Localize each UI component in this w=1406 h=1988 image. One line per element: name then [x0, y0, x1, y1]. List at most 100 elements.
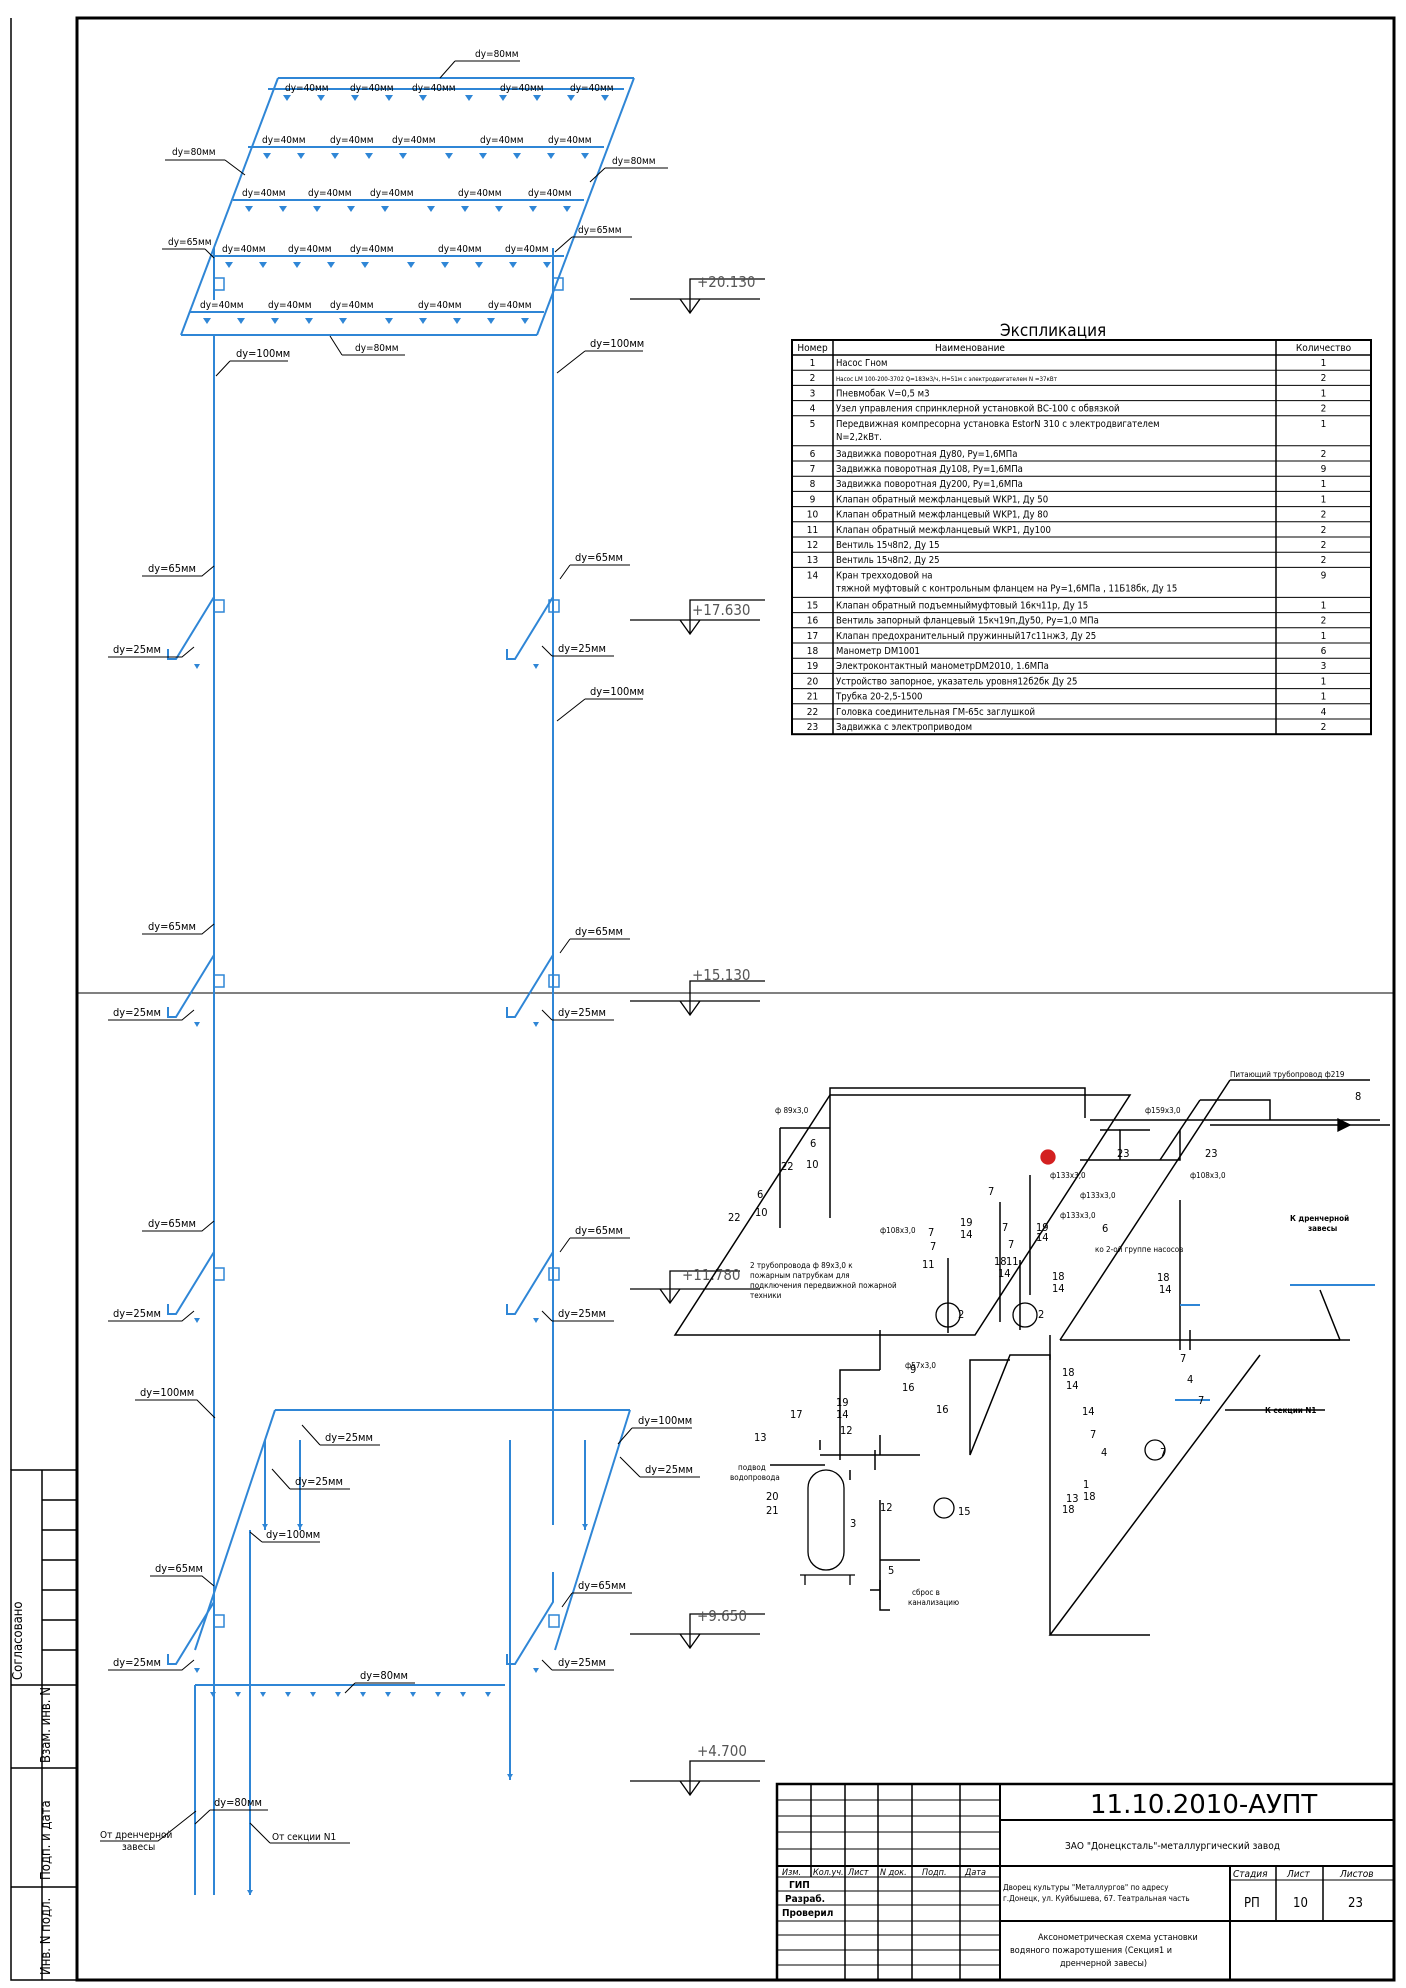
- sprinkler-heads: [203, 95, 609, 324]
- table-row-number: 3: [810, 388, 816, 399]
- grid-label-r5-0: dy=40мм: [200, 300, 244, 311]
- grid-label-r5-2: dy=40мм: [330, 300, 374, 311]
- pump-scheme-notes: Питающий трубопровод ф219 К дренчерной з…: [730, 1069, 1349, 1607]
- right-25-0: dy=25мм: [558, 642, 606, 655]
- table-row-name: Клапан обратный межфланцевый WKP1, Ду 80: [836, 510, 1048, 521]
- approval-strip: [10, 1469, 78, 1981]
- table-row-name: Электроконтактный манометрDM2010, 1.6МПа: [836, 661, 1049, 672]
- table-row-qty: 2: [1321, 540, 1327, 551]
- marker-label: 19: [960, 1216, 973, 1229]
- grid-label-r2-2: dy=40мм: [392, 135, 436, 146]
- elevation-11780: +11.780: [682, 1266, 741, 1284]
- table-row-qty: 9: [1321, 464, 1327, 475]
- elevation-15130: +15.130: [692, 966, 751, 984]
- table-row-qty: 1: [1321, 419, 1327, 430]
- table-row-qty: 2: [1321, 404, 1327, 415]
- grid-label-r3-0: dy=40мм: [242, 188, 286, 199]
- marker-label: 7: [1008, 1238, 1014, 1251]
- table-row-name: Клапан обратный подъемныймуфтовый 16кч11…: [836, 600, 1088, 611]
- marker-label: 11: [1006, 1255, 1019, 1268]
- grid-label-r2-1: dy=40мм: [330, 135, 374, 146]
- role-check: Проверил: [782, 1908, 833, 1919]
- grid-label-r1-0: dy=40мм: [285, 83, 329, 94]
- low-25b: dy=25мм: [295, 1475, 343, 1488]
- sheet-title-3: дренчерной завесы): [1060, 1959, 1147, 1969]
- table-row-name: Насос Гном: [836, 358, 888, 369]
- sheets-head: Листов: [1339, 1869, 1374, 1880]
- table-row-qty: 2: [1321, 616, 1327, 627]
- marker-label: 3: [850, 1517, 856, 1530]
- table-row-qty: 1: [1321, 494, 1327, 505]
- right-65-0: dy=65мм: [575, 551, 623, 564]
- elevation-20130: +20.130: [697, 273, 756, 291]
- water-supply-line1: подвод: [738, 1463, 766, 1472]
- right-25-3: dy=25мм: [558, 1656, 606, 1669]
- table-row-qty: 2: [1321, 373, 1327, 384]
- low-25a: dy=25мм: [325, 1431, 373, 1444]
- marker-label: 5: [888, 1564, 894, 1577]
- sewer-line1: сброс в: [912, 1587, 940, 1597]
- marker-label: 9: [910, 1363, 916, 1376]
- fire-pipes-note-1: 2 трубопровода ф 89х3,0 к: [750, 1260, 853, 1270]
- grid-label-r4-2: dy=40мм: [350, 244, 394, 255]
- table-row-qty: 4: [1321, 707, 1327, 718]
- supply-pipe-note: Питающий трубопровод ф219: [1230, 1069, 1345, 1079]
- col-head-ndoc: N док.: [880, 1868, 907, 1878]
- low-left-100: dy=100мм: [140, 1386, 194, 1399]
- marker-label: 22: [728, 1211, 741, 1224]
- table-row-name: Головка соединительная ГМ-65с заглушкой: [836, 707, 1035, 718]
- approval-labels: Согласовано Взам. инв. N Подп. и дата Ин…: [11, 1601, 54, 1975]
- table-row-name: Насос LM 100-200-3702 Q=183м3/ч, H=51м с…: [836, 376, 1058, 383]
- pipe-label-1: ф108х3,0: [880, 1226, 916, 1235]
- object-line1: Дворец культуры "Металлургов" по адресу: [1003, 1883, 1169, 1892]
- table-row-number: 2: [810, 373, 816, 384]
- marker-label: 7: [1090, 1428, 1096, 1441]
- left-25-3: dy=25мм: [113, 1656, 161, 1669]
- table-row-qty: 1: [1321, 692, 1327, 703]
- table-row-number: 12: [807, 540, 818, 551]
- left-25-0: dy=25мм: [113, 643, 161, 656]
- marker-label: 10: [755, 1206, 768, 1219]
- marker-label: 6: [757, 1188, 763, 1201]
- table-header-name: Наименование: [935, 343, 1005, 354]
- table-row-number: 17: [807, 631, 818, 642]
- object-line2: г.Донецк, ул. Куйбышева, 67. Театральная…: [1003, 1893, 1190, 1903]
- marker-label: 17: [790, 1408, 803, 1421]
- low-mid-100: dy=100мм: [266, 1528, 320, 1541]
- sheet-title-2: водяного пожаротушения (Секция1 и: [1010, 1946, 1172, 1956]
- table-row-name: Задвижка поворотная Ду200, Ру=1,6МПа: [836, 479, 1023, 490]
- explication-title: Экспликация: [1000, 321, 1106, 341]
- compressor-5-icon: [933, 1497, 955, 1519]
- marker-label: 14: [836, 1408, 849, 1421]
- marker-label: 14: [1036, 1231, 1049, 1244]
- sheet-frame: [10, 16, 1396, 1982]
- marker-label: 12: [840, 1424, 853, 1437]
- table-header-number: Номер: [797, 343, 828, 354]
- stage-value: РП: [1244, 1896, 1260, 1911]
- marker-label: 18: [994, 1255, 1007, 1268]
- table-row-qty: 2: [1321, 555, 1327, 566]
- marker-label: 18: [1052, 1270, 1065, 1283]
- marker-label: 4: [1101, 1446, 1107, 1459]
- grid-label-r5-4: dy=40мм: [488, 300, 532, 311]
- marker-label: 14: [960, 1228, 973, 1241]
- table-row-number: 18: [807, 646, 819, 657]
- marker-label: 11: [922, 1258, 935, 1271]
- marker-label: 7: [1198, 1394, 1204, 1407]
- marker-label: 7: [1002, 1221, 1008, 1234]
- table-row-number: 6: [810, 449, 816, 460]
- table-row-qty: 1: [1321, 631, 1327, 642]
- table-row-number: 4: [810, 404, 816, 415]
- left-65-3: dy=65мм: [155, 1562, 203, 1575]
- grid-label-r4-3: dy=40мм: [438, 244, 482, 255]
- table-row-name: Вентиль 15ч8п2, Ду 15: [836, 540, 940, 551]
- fire-pipes-note-2: пожарным патрубкам для: [750, 1270, 850, 1280]
- pipe-label-0: ф 89х3,0: [775, 1106, 809, 1115]
- table-row-qty: 1: [1321, 600, 1327, 611]
- right-65-1: dy=65мм: [575, 925, 623, 938]
- marker-label: 14: [1159, 1283, 1172, 1296]
- grid-label-r1-2: dy=40мм: [412, 83, 456, 94]
- table-row-number: 20: [807, 676, 819, 687]
- right-25-1: dy=25мм: [558, 1006, 606, 1019]
